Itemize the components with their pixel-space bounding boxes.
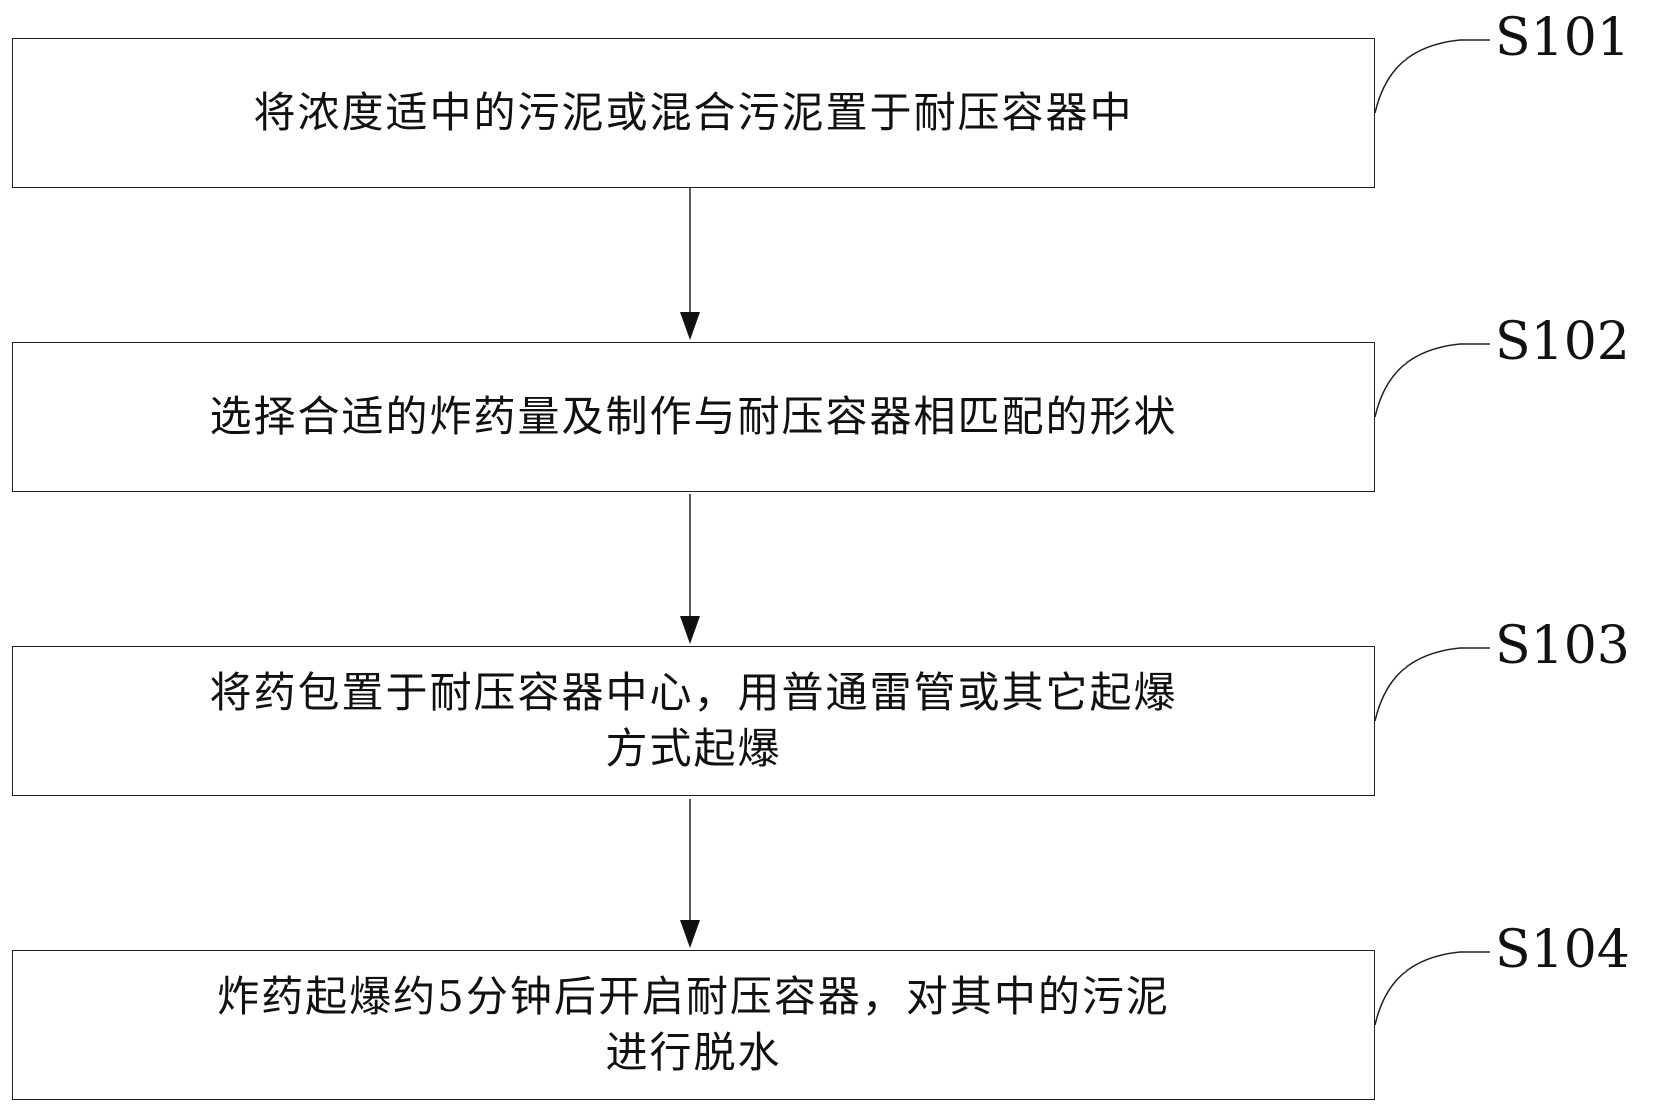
- leader-line-s103: [1375, 648, 1490, 721]
- arrow-s101-to-s102: [680, 188, 700, 340]
- leader-line-s104: [1375, 952, 1490, 1025]
- step-label-s102: S102: [1495, 312, 1630, 372]
- step-text-s103: 将药包置于耐压容器中心，用普通雷管或其它起爆 方式起爆: [44, 665, 1344, 777]
- step-box-s102: 选择合适的炸药量及制作与耐压容器相匹配的形状: [12, 342, 1375, 492]
- step-box-s101: 将浓度适中的污泥或混合污泥置于耐压容器中: [12, 38, 1375, 188]
- step-text-s104: 炸药起爆约5分钟后开启耐压容器，对其中的污泥 进行脱水: [44, 969, 1344, 1081]
- arrow-s102-to-s103: [680, 494, 700, 644]
- step-label-s104: S104: [1495, 920, 1630, 980]
- step-text-s102: 选择合适的炸药量及制作与耐压容器相匹配的形状: [44, 389, 1344, 445]
- step-label-s103: S103: [1495, 616, 1630, 676]
- step-label-s101: S101: [1495, 8, 1630, 68]
- leader-line-s101: [1375, 40, 1490, 113]
- step-box-s103: 将药包置于耐压容器中心，用普通雷管或其它起爆 方式起爆: [12, 646, 1375, 796]
- step-text-s101: 将浓度适中的污泥或混合污泥置于耐压容器中: [44, 85, 1344, 141]
- arrow-s103-to-s104: [680, 799, 700, 948]
- step-box-s104: 炸药起爆约5分钟后开启耐压容器，对其中的污泥 进行脱水: [12, 950, 1375, 1100]
- leader-line-s102: [1375, 344, 1490, 417]
